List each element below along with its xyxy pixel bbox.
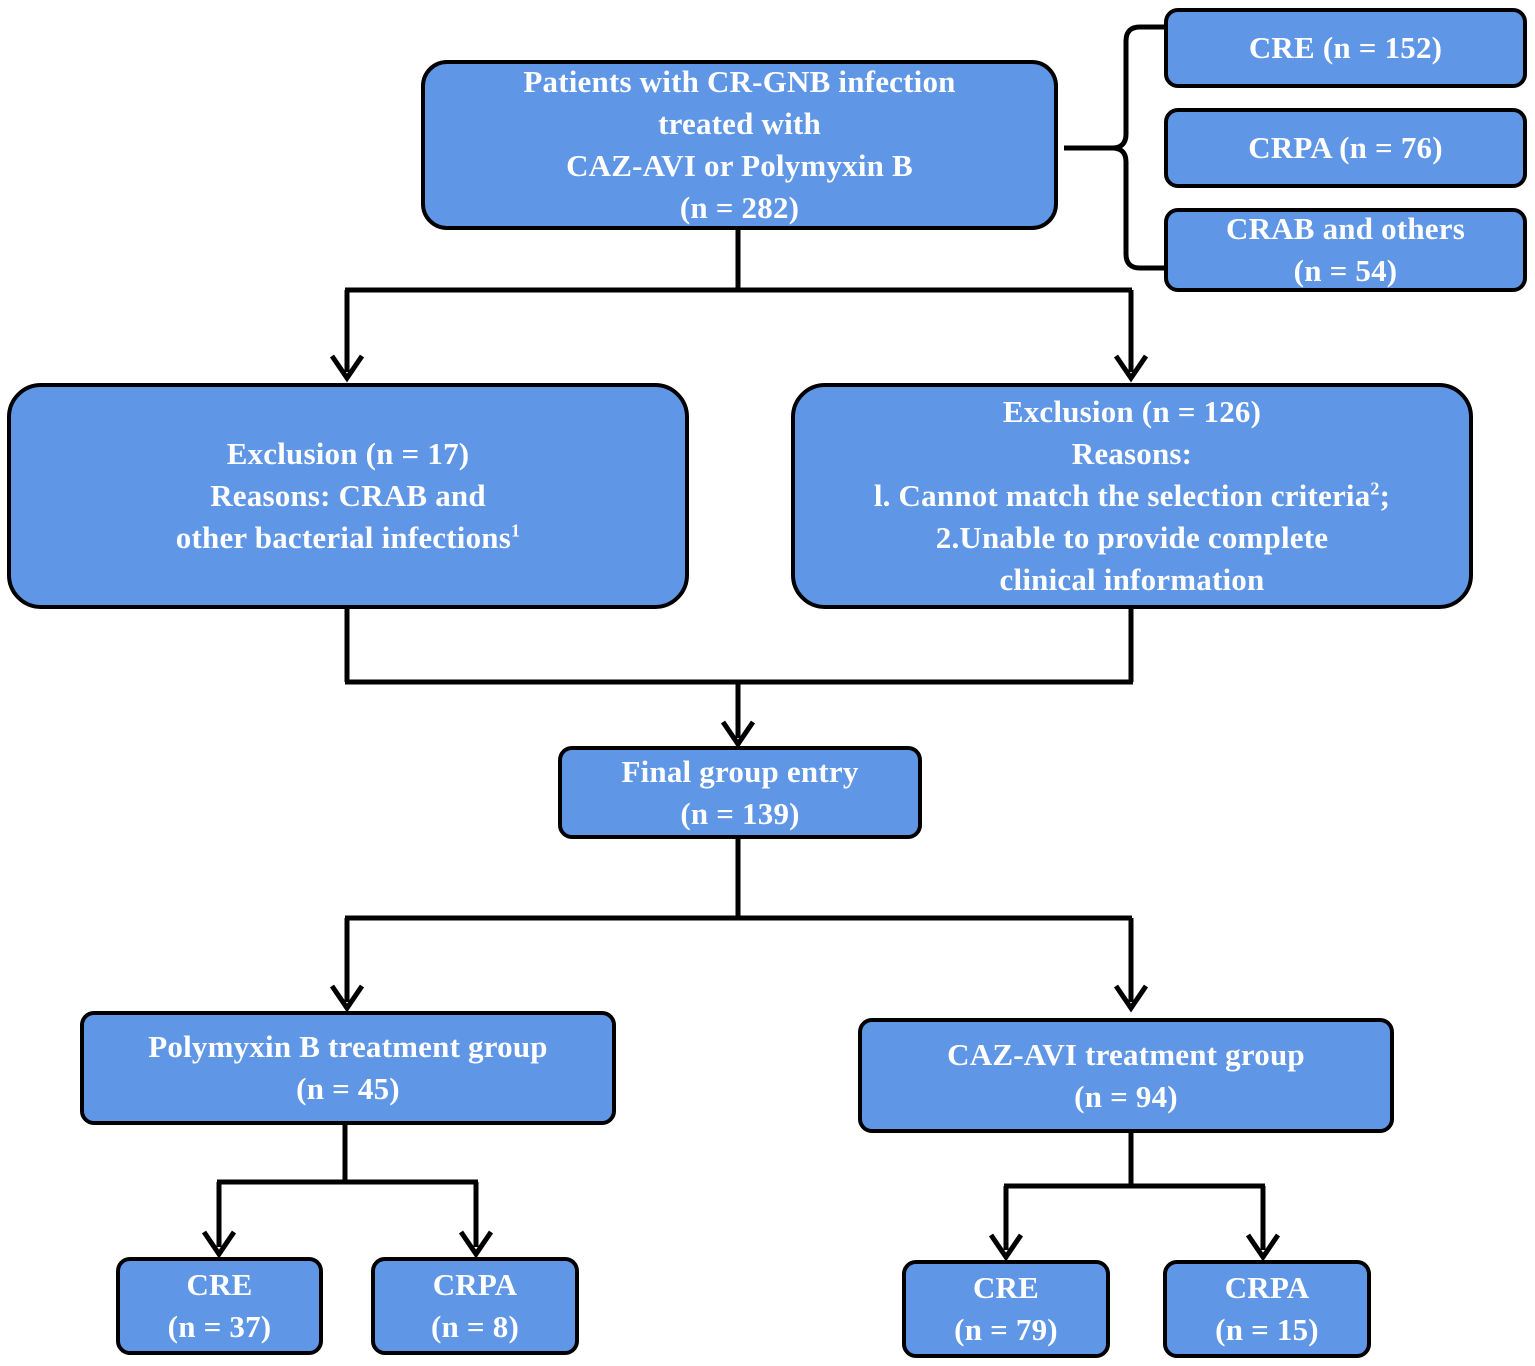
arrowhead-polymyxin [329, 984, 365, 1013]
exclusion-right-line-3: l. Cannot match the selection criteria2; [874, 475, 1390, 517]
exclusion-right-line-5: clinical information [999, 562, 1265, 597]
exclusion-left-line-2: Reasons: CRAB and [210, 478, 486, 513]
poly-cre-line-2: (n = 37) [167, 1309, 272, 1344]
breakdown-cre-box: CRE (n = 152) [1164, 8, 1527, 88]
caz-cre-line-1: CRE [972, 1270, 1040, 1305]
arrowhead-final [720, 720, 756, 749]
footnote-marker-2: 2 [1370, 478, 1380, 499]
breakdown-crab-box: CRAB and others (n = 54) [1164, 208, 1527, 292]
final-group-line-2: (n = 139) [680, 795, 800, 831]
exclusion-right-box: Exclusion (n = 126) Reasons: l. Cannot m… [791, 383, 1473, 609]
arrowhead-exclusion-right [1113, 354, 1149, 383]
arrowhead-caz-crpa [1245, 1233, 1281, 1262]
breakdown-crab-line-1: CRAB and others [1226, 211, 1465, 246]
caz-cre-line-2: (n = 79) [954, 1312, 1058, 1347]
breakdown-crpa-box: CRPA (n = 76) [1164, 108, 1527, 188]
root-line-4: (n = 282) [679, 190, 800, 225]
arrowhead-caz-cre [988, 1233, 1024, 1262]
caz-crpa-box: CRPA (n = 15) [1163, 1260, 1371, 1358]
root-line-2: treated with [658, 106, 821, 141]
poly-crpa-box: CRPA (n = 8) [371, 1257, 579, 1355]
cazavi-group-box: CAZ-AVI treatment group (n = 94) [858, 1018, 1394, 1133]
exclusion-right-line-2: Reasons: [1071, 436, 1193, 471]
final-group-box: Final group entry (n = 139) [558, 746, 922, 839]
exclusion-left-line-1: Exclusion (n = 17) [226, 436, 470, 471]
exclusion-left-line-3-text: other bacterial infections [175, 520, 512, 555]
cazavi-group-line-2: (n = 94) [1074, 1078, 1178, 1114]
exclusion-left-line-3: other bacterial infections1 [176, 517, 520, 559]
exclusion-right-line-3-tail: ; [1379, 478, 1391, 513]
breakdown-crpa-label: CRPA (n = 76) [1248, 130, 1443, 165]
exclusion-right-line-3-text: l. Cannot match the selection criteria [873, 478, 1371, 513]
poly-cre-box: CRE (n = 37) [116, 1257, 323, 1355]
breakdown-cre-label: CRE (n = 152) [1248, 30, 1443, 65]
caz-crpa-line-2: (n = 15) [1215, 1312, 1319, 1347]
breakdown-crab-line-2: (n = 54) [1293, 253, 1398, 288]
polymyxin-group-line-2: (n = 45) [296, 1071, 400, 1106]
arrowhead-exclusion-left [329, 354, 365, 383]
root-population-box: Patients with CR-GNB infection treated w… [421, 60, 1058, 230]
exclusion-right-line-1: Exclusion (n = 126) [1002, 394, 1262, 429]
caz-cre-box: CRE (n = 79) [902, 1260, 1110, 1358]
exclusion-right-line-4: 2.Unable to provide complete [935, 520, 1329, 555]
arrowhead-poly-cre [201, 1230, 237, 1259]
cazavi-group-line-1: CAZ-AVI treatment group [947, 1036, 1305, 1072]
poly-cre-line-1: CRE [186, 1267, 253, 1302]
brace-breakdown [1064, 24, 1165, 271]
footnote-marker-1: 1 [511, 520, 521, 541]
caz-crpa-line-1: CRPA [1224, 1270, 1310, 1305]
root-line-3: CAZ-AVI or Polymyxin B [566, 148, 913, 183]
root-line-1: Patients with CR-GNB infection [523, 64, 956, 99]
polymyxin-group-box: Polymyxin B treatment group (n = 45) [80, 1011, 616, 1125]
arrowhead-poly-crpa [458, 1230, 494, 1259]
arrowhead-cazavi [1113, 984, 1149, 1013]
exclusion-left-box: Exclusion (n = 17) Reasons: CRAB and oth… [7, 383, 689, 609]
final-group-line-1: Final group entry [621, 753, 859, 789]
polymyxin-group-line-1: Polymyxin B treatment group [148, 1029, 548, 1064]
poly-crpa-line-1: CRPA [432, 1267, 518, 1302]
poly-crpa-line-2: (n = 8) [431, 1309, 519, 1344]
